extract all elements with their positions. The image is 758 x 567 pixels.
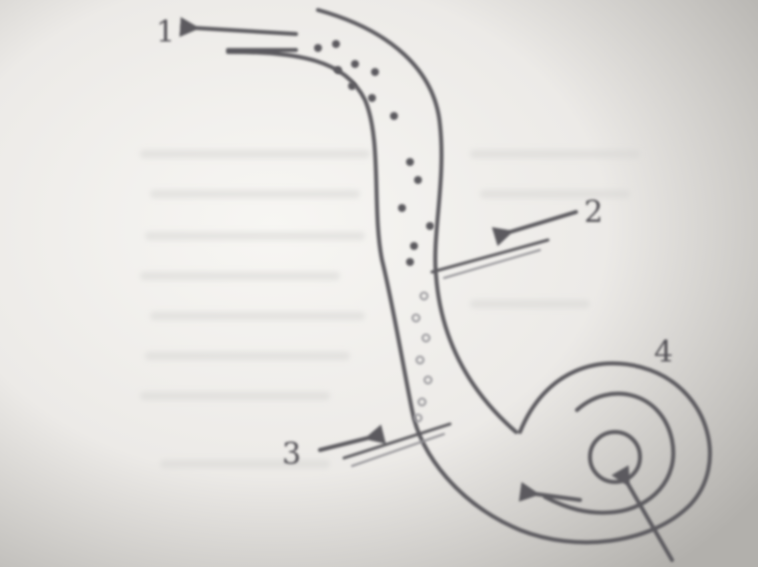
particle-dark [398, 204, 406, 212]
particle-dark [406, 158, 414, 166]
particle-dark [368, 94, 376, 102]
particle-dark [332, 40, 340, 48]
particle-dark [348, 82, 356, 90]
particle-dark [410, 242, 418, 250]
label-4: 4 [654, 335, 673, 370]
particle-dark [390, 112, 398, 120]
label-1: 1 [156, 15, 175, 50]
label-2: 2 [584, 195, 603, 230]
particle-dark [314, 44, 322, 52]
particle-dark [426, 222, 434, 230]
particle-dark [351, 60, 359, 68]
particle-dark [334, 66, 342, 74]
label-3: 3 [282, 437, 301, 472]
particle-dark [414, 176, 422, 184]
particle-dark [406, 258, 414, 266]
particle-dark [371, 68, 379, 76]
